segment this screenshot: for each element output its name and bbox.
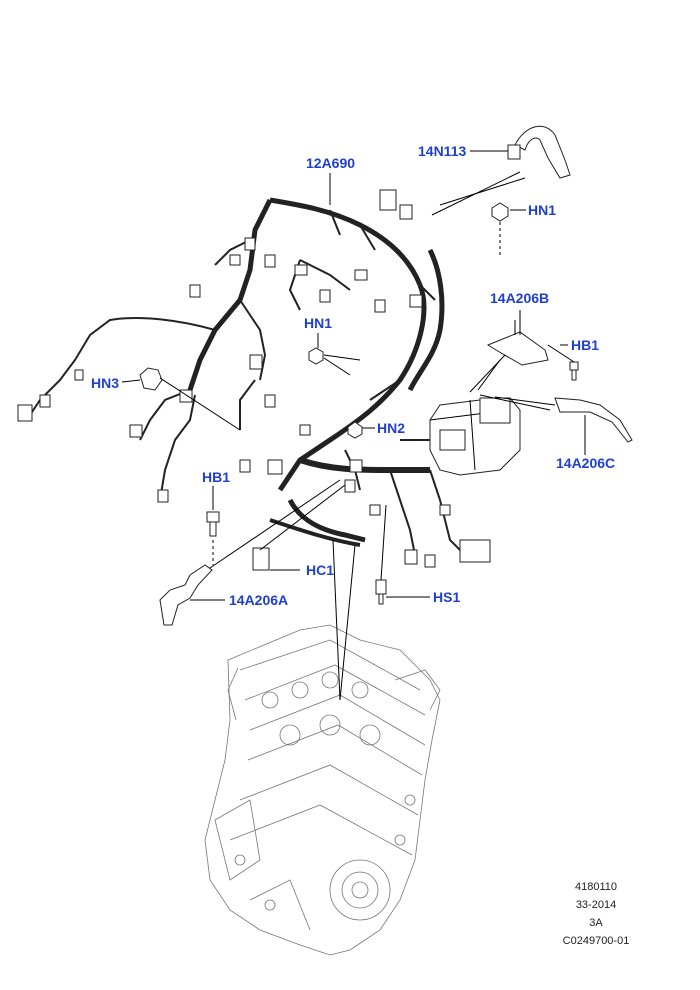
bolt-HB1-left [206, 511, 220, 565]
part-14N113 [507, 125, 571, 179]
reference-illustration-id: C0249700-01 [562, 935, 630, 947]
callout-HN2: HN2 [377, 420, 405, 436]
callout-14A206C: 14A206C [556, 455, 615, 471]
engine-block [204, 624, 441, 956]
hardware-HN2 [347, 421, 363, 439]
callout-HN1-mid: HN1 [304, 315, 332, 331]
hardware-HN3 [139, 367, 163, 391]
reference-revision: 3A [589, 917, 603, 929]
callout-12A690: 12A690 [306, 155, 355, 171]
wiring-harness-12A690 [17, 189, 521, 568]
callout-14A206B: 14A206B [490, 290, 549, 306]
callout-14N113: 14N113 [418, 143, 466, 159]
bracket-14A206B [486, 320, 549, 366]
bracket-14A206C [554, 397, 633, 443]
bolt-HB1-right [569, 361, 579, 381]
bracket-14A206A [159, 564, 213, 626]
hardware-HN1-mid [308, 347, 324, 365]
callout-HS1: HS1 [433, 589, 460, 605]
callout-HN3: HN3 [91, 375, 119, 391]
clip-HC1 [252, 547, 270, 571]
callout-HN1-top: HN1 [528, 202, 556, 218]
sensor-HS1 [375, 579, 387, 605]
reference-date: 33-2014 [575, 899, 617, 911]
callout-HB1-right: HB1 [571, 337, 599, 353]
hardware-HN1-top [491, 202, 509, 255]
reference-number: 4180110 [574, 881, 617, 893]
callout-14A206A: 14A206A [229, 592, 288, 608]
leader-lines [121, 150, 586, 701]
callout-HB1-left: HB1 [202, 469, 230, 485]
callout-HC1: HC1 [306, 562, 334, 578]
